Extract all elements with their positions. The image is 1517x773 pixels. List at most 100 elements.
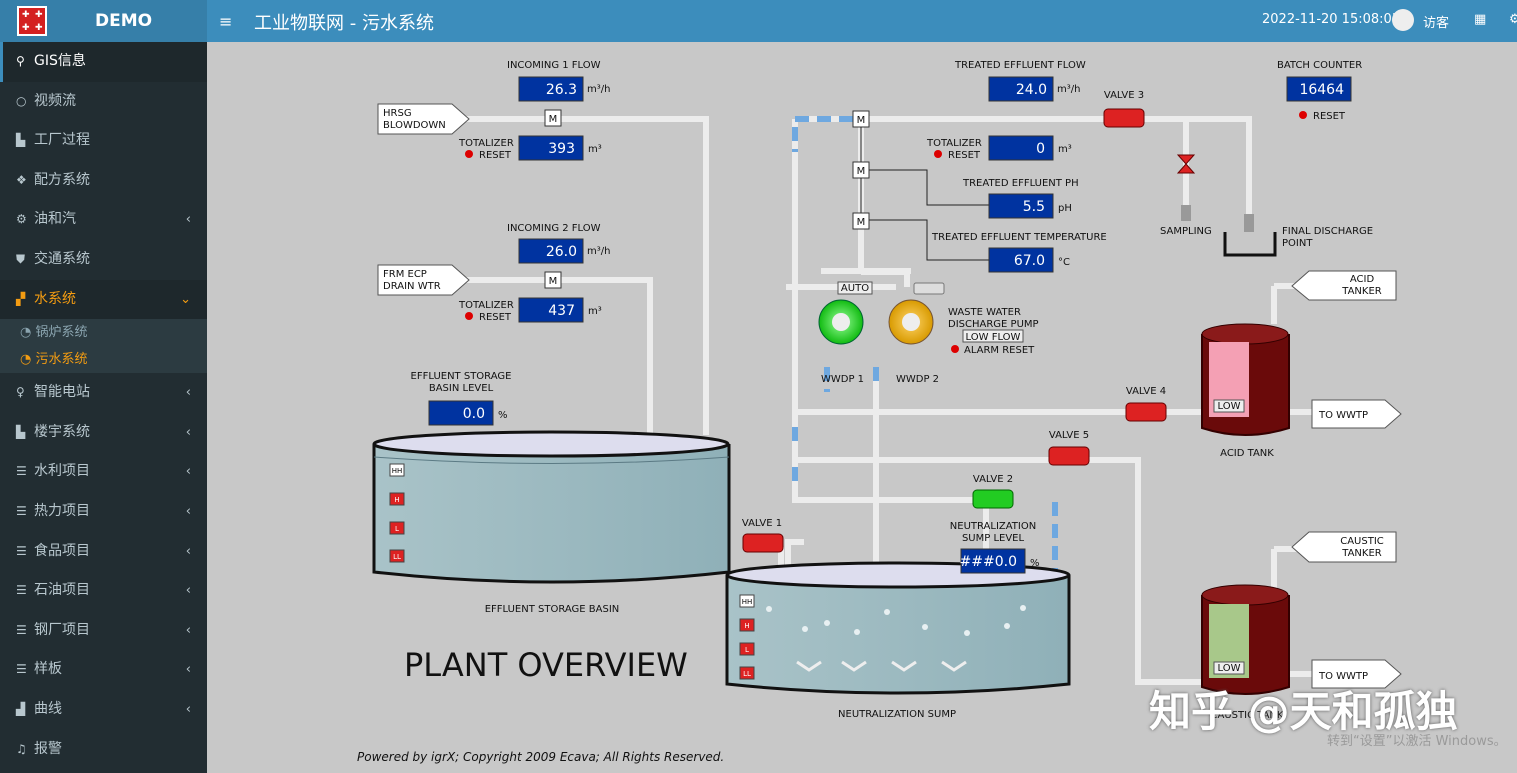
svg-text:TANKER: TANKER (1341, 286, 1382, 297)
sidebar-item-building[interactable]: ▙楼宇系统‹ (0, 413, 207, 453)
watermark: 知乎 @天和孤独 (1149, 687, 1458, 736)
sliders-icon: ☰ (16, 622, 27, 637)
dashboard-icon: ◔ (20, 325, 32, 341)
neutralization-sump (725, 575, 1071, 695)
svg-text:TREATED EFFLUENT TEMPERATURE: TREATED EFFLUENT TEMPERATURE (931, 232, 1107, 243)
valve-1[interactable] (742, 533, 784, 553)
valve-2[interactable] (972, 489, 1014, 509)
sampling-valve-icon[interactable] (1176, 154, 1196, 174)
meter-icon (852, 212, 870, 230)
logo-mark-icon: ✚✚✚✚ (17, 6, 47, 36)
svg-text:67.0: 67.0 (1014, 253, 1045, 269)
bar-chart-icon: ▙ (16, 424, 26, 439)
ll-indicator (389, 549, 405, 563)
reset-label-1[interactable]: RESET (479, 150, 512, 161)
sidebar-item-steel[interactable]: ☰钢厂项目‹ (0, 611, 207, 651)
sidebar-item-oil-gas[interactable]: ⚙油和汽‹ (0, 200, 207, 240)
valve-4[interactable] (1125, 402, 1167, 422)
svg-text:5.5: 5.5 (1023, 199, 1045, 215)
reset-button-1[interactable] (465, 150, 473, 158)
sidebar-subitem-boiler[interactable]: ◔ 锅炉系统 (0, 319, 207, 347)
svg-text:###0.0: ###0.0 (960, 554, 1017, 570)
sidebar: ⚲GIS信息 ○视频流 ▙工厂过程 ❖配方系统 ⚙油和汽‹ ⛊交通系统 ▞水系统… (0, 42, 207, 773)
svg-text:M: M (549, 114, 558, 125)
sidebar-item-curves[interactable]: ▟曲线‹ (0, 690, 207, 730)
sidebar-item-petroleum[interactable]: ☰石油项目‹ (0, 571, 207, 611)
menu-toggle-icon[interactable]: ≡ (219, 12, 233, 31)
reset-label-3[interactable]: RESET (948, 150, 981, 161)
sidebar-item-water[interactable]: ▞水系统⌄ (0, 279, 207, 320)
hh-indicator (389, 463, 405, 477)
sidebar-item-thermal[interactable]: ☰热力项目‹ (0, 492, 207, 532)
line-chart-icon: ▟ (16, 701, 26, 716)
gear-icon[interactable]: ⚙ (1509, 12, 1517, 27)
esb-level-display (428, 400, 494, 426)
chevron-left-icon: ‹ (185, 583, 191, 599)
sidebar-item-recipe[interactable]: ❖配方系统 (0, 161, 207, 201)
svg-text:WWDP 2: WWDP 2 (896, 374, 939, 385)
reset-button-2[interactable] (465, 312, 473, 320)
sidebar-item-template[interactable]: ☰样板‹ (0, 650, 207, 690)
svg-text:BATCH COUNTER: BATCH COUNTER (1277, 60, 1362, 71)
grid-icon[interactable]: ▦ (1474, 12, 1487, 27)
svg-text:WASTE WATER: WASTE WATER (948, 307, 1021, 318)
reset-button-3[interactable] (934, 150, 942, 158)
hrsg-source-arrow (377, 103, 470, 135)
svg-text:SUMP LEVEL: SUMP LEVEL (962, 533, 1025, 544)
svg-text:0: 0 (1036, 141, 1045, 157)
svg-text:ACID: ACID (1350, 274, 1375, 285)
chevron-left-icon: ‹ (185, 662, 191, 678)
valve-5[interactable] (1048, 446, 1090, 466)
sliders-icon: ☰ (16, 583, 27, 598)
alarm-reset-button[interactable] (951, 345, 959, 353)
sidebar-item-gis[interactable]: ⚲GIS信息 (0, 42, 207, 82)
svg-text:H: H (744, 622, 749, 630)
sidebar-item-power[interactable]: ♀智能电站‹ (0, 373, 207, 413)
page-title: 工业物联网 - 污水系统 (254, 13, 434, 34)
hh-indicator (739, 594, 755, 608)
to-wwtp-arrow-1 (1311, 399, 1402, 429)
svg-text:LL: LL (743, 670, 751, 678)
sidebar-subitem-sewage[interactable]: ◔ 污水系统 (0, 346, 207, 374)
temperature-display (988, 247, 1054, 273)
svg-text:L: L (395, 525, 399, 533)
sidebar-item-food[interactable]: ☰食品项目‹ (0, 532, 207, 572)
incoming1-flow-display (518, 76, 584, 102)
sliders-icon: ☰ (16, 503, 27, 518)
batch-reset-button[interactable] (1299, 111, 1307, 119)
svg-text:°C: °C (1058, 257, 1070, 268)
map-icon: ▞ (16, 291, 26, 306)
svg-text:TOTALIZER: TOTALIZER (458, 138, 514, 149)
chevron-left-icon: ‹ (185, 424, 191, 440)
valve-3[interactable] (1103, 108, 1145, 128)
svg-text:m³/h: m³/h (1057, 84, 1080, 95)
bar-chart-icon: ▙ (16, 133, 26, 148)
alarm-reset-label[interactable]: ALARM RESET (964, 345, 1035, 356)
bell-icon: ♫ (16, 741, 27, 756)
logo[interactable]: ✚✚✚✚ DEMO (0, 0, 207, 42)
svg-text:WWDP 1: WWDP 1 (821, 374, 864, 385)
mixer-blades (796, 660, 967, 672)
reset-label-2[interactable]: RESET (479, 312, 512, 323)
sidebar-item-video[interactable]: ○视频流 (0, 82, 207, 122)
sidebar-item-alarm[interactable]: ♫报警 (0, 730, 207, 770)
auto-indicator (837, 281, 873, 295)
user-avatar[interactable] (1392, 9, 1414, 31)
copyright-text: Powered by igrX; Copyright 2009 Ecava; A… (357, 750, 725, 764)
ns-label: NEUTRALIZATION SUMP (838, 709, 956, 720)
batch-reset-label[interactable]: RESET (1313, 111, 1346, 122)
sidebar-item-traffic[interactable]: ⛊交通系统 (0, 240, 207, 280)
svg-text:M: M (857, 217, 866, 228)
svg-text:m³/h: m³/h (587, 246, 610, 257)
svg-text:LOW FLOW: LOW FLOW (966, 332, 1021, 343)
sidebar-item-factory-process[interactable]: ▙工厂过程 (0, 121, 207, 161)
svg-text:NEUTRALIZATION: NEUTRALIZATION (950, 521, 1036, 532)
cubes-icon: ❖ (16, 172, 27, 187)
user-name[interactable]: 访客 (1423, 16, 1450, 31)
sliders-icon: ☰ (16, 464, 27, 479)
svg-text:16464: 16464 (1299, 82, 1344, 98)
low-flow-indicator (962, 329, 1024, 343)
svg-text:pH: pH (1058, 203, 1072, 214)
pump-mode-button[interactable] (913, 282, 945, 295)
sidebar-item-hydraulic[interactable]: ☰水利项目‹ (0, 452, 207, 492)
